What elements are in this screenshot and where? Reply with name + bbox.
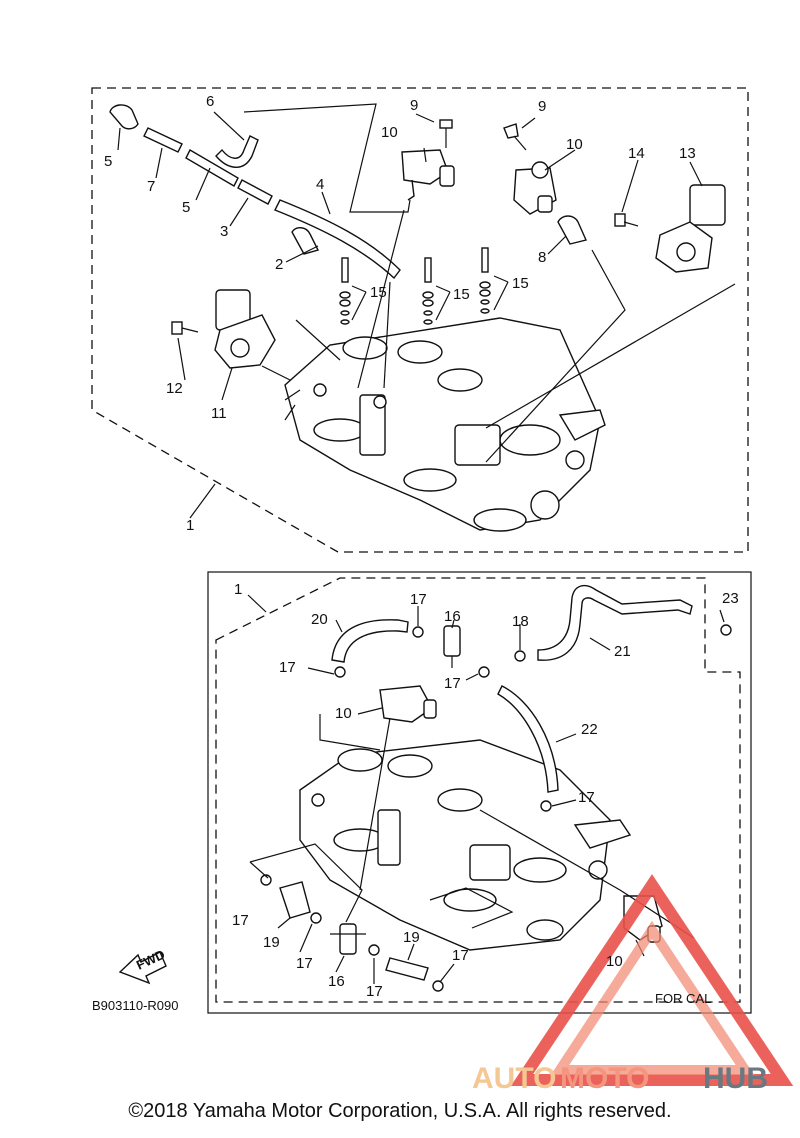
callout-1-bottom: 1 [234,581,242,598]
watermark-triangle-outer [510,874,794,1086]
watermark-hub: HUB [703,1062,768,1095]
callout-17-d: 17 [578,789,595,806]
upper-throttle-body [284,317,606,532]
callout-10-right: 10 [566,136,583,153]
lower-assembly-boundary [215,577,741,1003]
part-19-hose-left [279,881,311,919]
part-21-pipe [537,584,693,661]
callout-22: 22 [581,721,598,738]
callout-10-lower-right: 10 [606,953,623,970]
diagram-code: B903110-R090 [92,998,179,1013]
callout-15-right: 15 [512,275,529,292]
callout-17-f: 17 [452,947,469,964]
callout-17-h: 17 [366,983,383,1000]
watermark-moto: MOTO [560,1062,649,1095]
part-15-screw-set-mid [422,257,434,325]
part-9-bolt-right [503,123,527,151]
callout-2: 2 [275,256,283,273]
lower-panel-border [207,571,752,1014]
for-cal-label: FOR CAL [655,991,711,1006]
callout-9-right: 9 [538,98,546,115]
part-10-sensor-right [513,161,557,215]
part-20-hose [331,619,409,663]
callout-8: 8 [538,249,546,266]
callout-1-top: 1 [186,517,194,534]
part-5-cap [109,104,139,130]
callout-17-g: 17 [296,955,313,972]
part-10-sensor-lower-left [379,685,437,723]
callout-3: 3 [220,223,228,240]
callout-17-b: 17 [279,659,296,676]
part-15-screw-set-left [339,257,351,325]
callout-5-left: 5 [104,153,112,170]
callout-16-top: 16 [444,608,461,625]
part-14-bolt [614,213,639,227]
part-16-joint-lower [330,923,366,955]
callout-15-mid: 15 [453,286,470,303]
callout-13: 13 [679,145,696,162]
watermark-triangle-inner [550,920,755,1075]
copyright-notice: ©2018 Yamaha Motor Corporation, U.S.A. A… [128,1100,672,1122]
lower-leader-lines [247,594,725,984]
part-16-joint-upper [443,625,461,668]
part-6-elbow-hose [215,135,259,168]
part-3-joint [237,179,273,205]
callout-16-bottom: 16 [328,973,345,990]
callout-15-left: 15 [370,284,387,301]
callout-labels: 6 9 9 10 10 14 13 5 7 4 5 3 2 8 15 15 15… [104,93,739,1000]
callout-11: 11 [211,405,227,422]
part-12-bolt [171,321,199,335]
callout-19-left: 19 [263,934,280,951]
callout-17-e: 17 [232,912,249,929]
lower-throttle-body [299,739,632,951]
callout-10-top: 10 [381,124,398,141]
automotohub-watermark: AUTO MOTO HUB [472,874,794,1095]
part-2-cap [291,227,320,255]
part-9-bolt-left [439,119,453,148]
part-5-hose [185,149,239,187]
part-13-sensor [655,184,726,273]
callout-21: 21 [614,643,631,660]
callout-7: 7 [147,178,155,195]
callout-23: 23 [722,590,739,607]
callout-6: 6 [206,93,214,110]
part-11-sensor [214,289,276,369]
part-17-clips [260,626,552,992]
callout-12: 12 [166,380,183,397]
part-4-hose [274,199,401,280]
callout-19-right: 19 [403,929,420,946]
part-19-hose-right [385,957,429,981]
upper-assembly-boundary [91,87,749,553]
callout-17-a: 17 [410,591,427,608]
watermark-auto: AUTO [472,1062,556,1095]
callout-9-left: 9 [410,97,418,114]
callout-18: 18 [512,613,529,630]
callout-14: 14 [628,145,645,162]
callout-17-c: 17 [444,675,461,692]
part-8-cap [557,215,587,245]
part-10-sensor-top [401,149,455,201]
part-7-joint [143,127,183,153]
callout-5-hose: 5 [182,199,190,216]
upper-leader-lines [117,103,736,519]
callout-20: 20 [311,611,328,628]
part-22-hose [497,685,559,793]
part-23-clamp [720,624,732,636]
callout-10-lower-left: 10 [335,705,352,722]
callout-4: 4 [316,176,324,193]
fwd-arrow-icon: FWD [118,947,167,985]
part-15-screw-set-right [479,247,491,314]
